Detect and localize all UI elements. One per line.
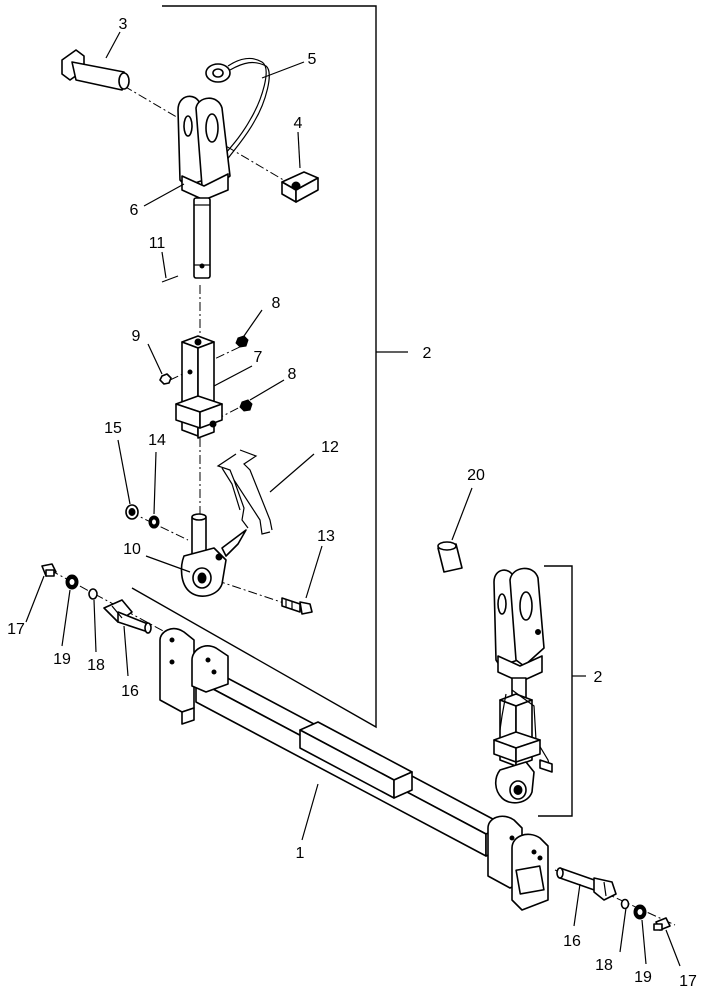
callout-8-lower: 8	[288, 366, 297, 383]
callout-14: 14	[148, 432, 166, 449]
part-20-bushing	[437, 541, 463, 573]
centerline-washers	[129, 511, 189, 541]
callout-10: 10	[123, 541, 141, 558]
callout-11: 11	[149, 235, 166, 252]
leader-lines	[25, 31, 681, 967]
part-19-washer-right	[633, 904, 647, 920]
callout-2-lower: 2	[594, 669, 603, 686]
callout-5: 5	[308, 51, 317, 68]
part-12-spring-clip	[216, 449, 273, 535]
callout-6: 6	[130, 202, 139, 219]
part-7-tube-body	[175, 335, 223, 439]
callout-13: 13	[317, 528, 335, 545]
callout-15: 15	[104, 420, 122, 437]
callout-16-left: 16	[121, 683, 139, 700]
callout-17-left: 17	[7, 621, 25, 638]
callout-2-upper: 2	[423, 345, 432, 362]
callout-16-right: 16	[563, 933, 581, 950]
assembly-2-bracket-lower	[538, 565, 573, 817]
part-14-lock-washer	[148, 515, 160, 529]
part-18-lock-washer-right	[620, 898, 630, 910]
callout-labels: 3 5 4 6 11 8 9 2 7 8 15 14 12 20 13 10 1…	[7, 16, 697, 990]
callout-20: 20	[467, 467, 485, 484]
centerline-bolt-13	[199, 574, 291, 606]
callout-8-upper: 8	[272, 295, 281, 312]
assembly-2-top-link-assembled	[493, 567, 553, 804]
part-6-upper-clevis	[177, 95, 231, 279]
callout-7: 7	[254, 349, 263, 366]
assembly-2-bracket-upper	[131, 5, 377, 729]
part-17-bolt-left	[41, 563, 57, 577]
callout-17-right: 17	[679, 973, 697, 990]
callout-12: 12	[321, 439, 339, 456]
callout-3: 3	[119, 16, 128, 33]
part-16-pin-left	[103, 599, 152, 634]
part-3-pin	[61, 49, 130, 91]
part-8-nut-lower	[239, 399, 253, 412]
part-5-lynch-pin	[205, 57, 270, 165]
part-8-nut-upper	[235, 335, 249, 348]
part-11-roll-pin	[161, 275, 179, 283]
part-15-washer	[125, 504, 139, 520]
part-19-washer-left	[65, 574, 79, 590]
part-13-bolt	[281, 597, 313, 615]
part-9-nut	[159, 373, 172, 385]
callout-18-right: 18	[595, 957, 613, 974]
callout-19-left: 19	[53, 651, 71, 668]
part-4-block	[281, 171, 319, 203]
part-1-drawbar	[159, 627, 549, 911]
callout-19-right: 19	[634, 969, 652, 986]
part-18-lock-washer-left	[88, 588, 98, 600]
callout-18-left: 18	[87, 657, 105, 674]
part-10-swivel-foot	[180, 513, 247, 597]
callout-9: 9	[132, 328, 141, 345]
callout-4: 4	[294, 115, 303, 132]
part-17-bolt-right	[653, 917, 671, 931]
callout-1: 1	[296, 845, 305, 862]
part-16-pin-right	[556, 867, 617, 901]
